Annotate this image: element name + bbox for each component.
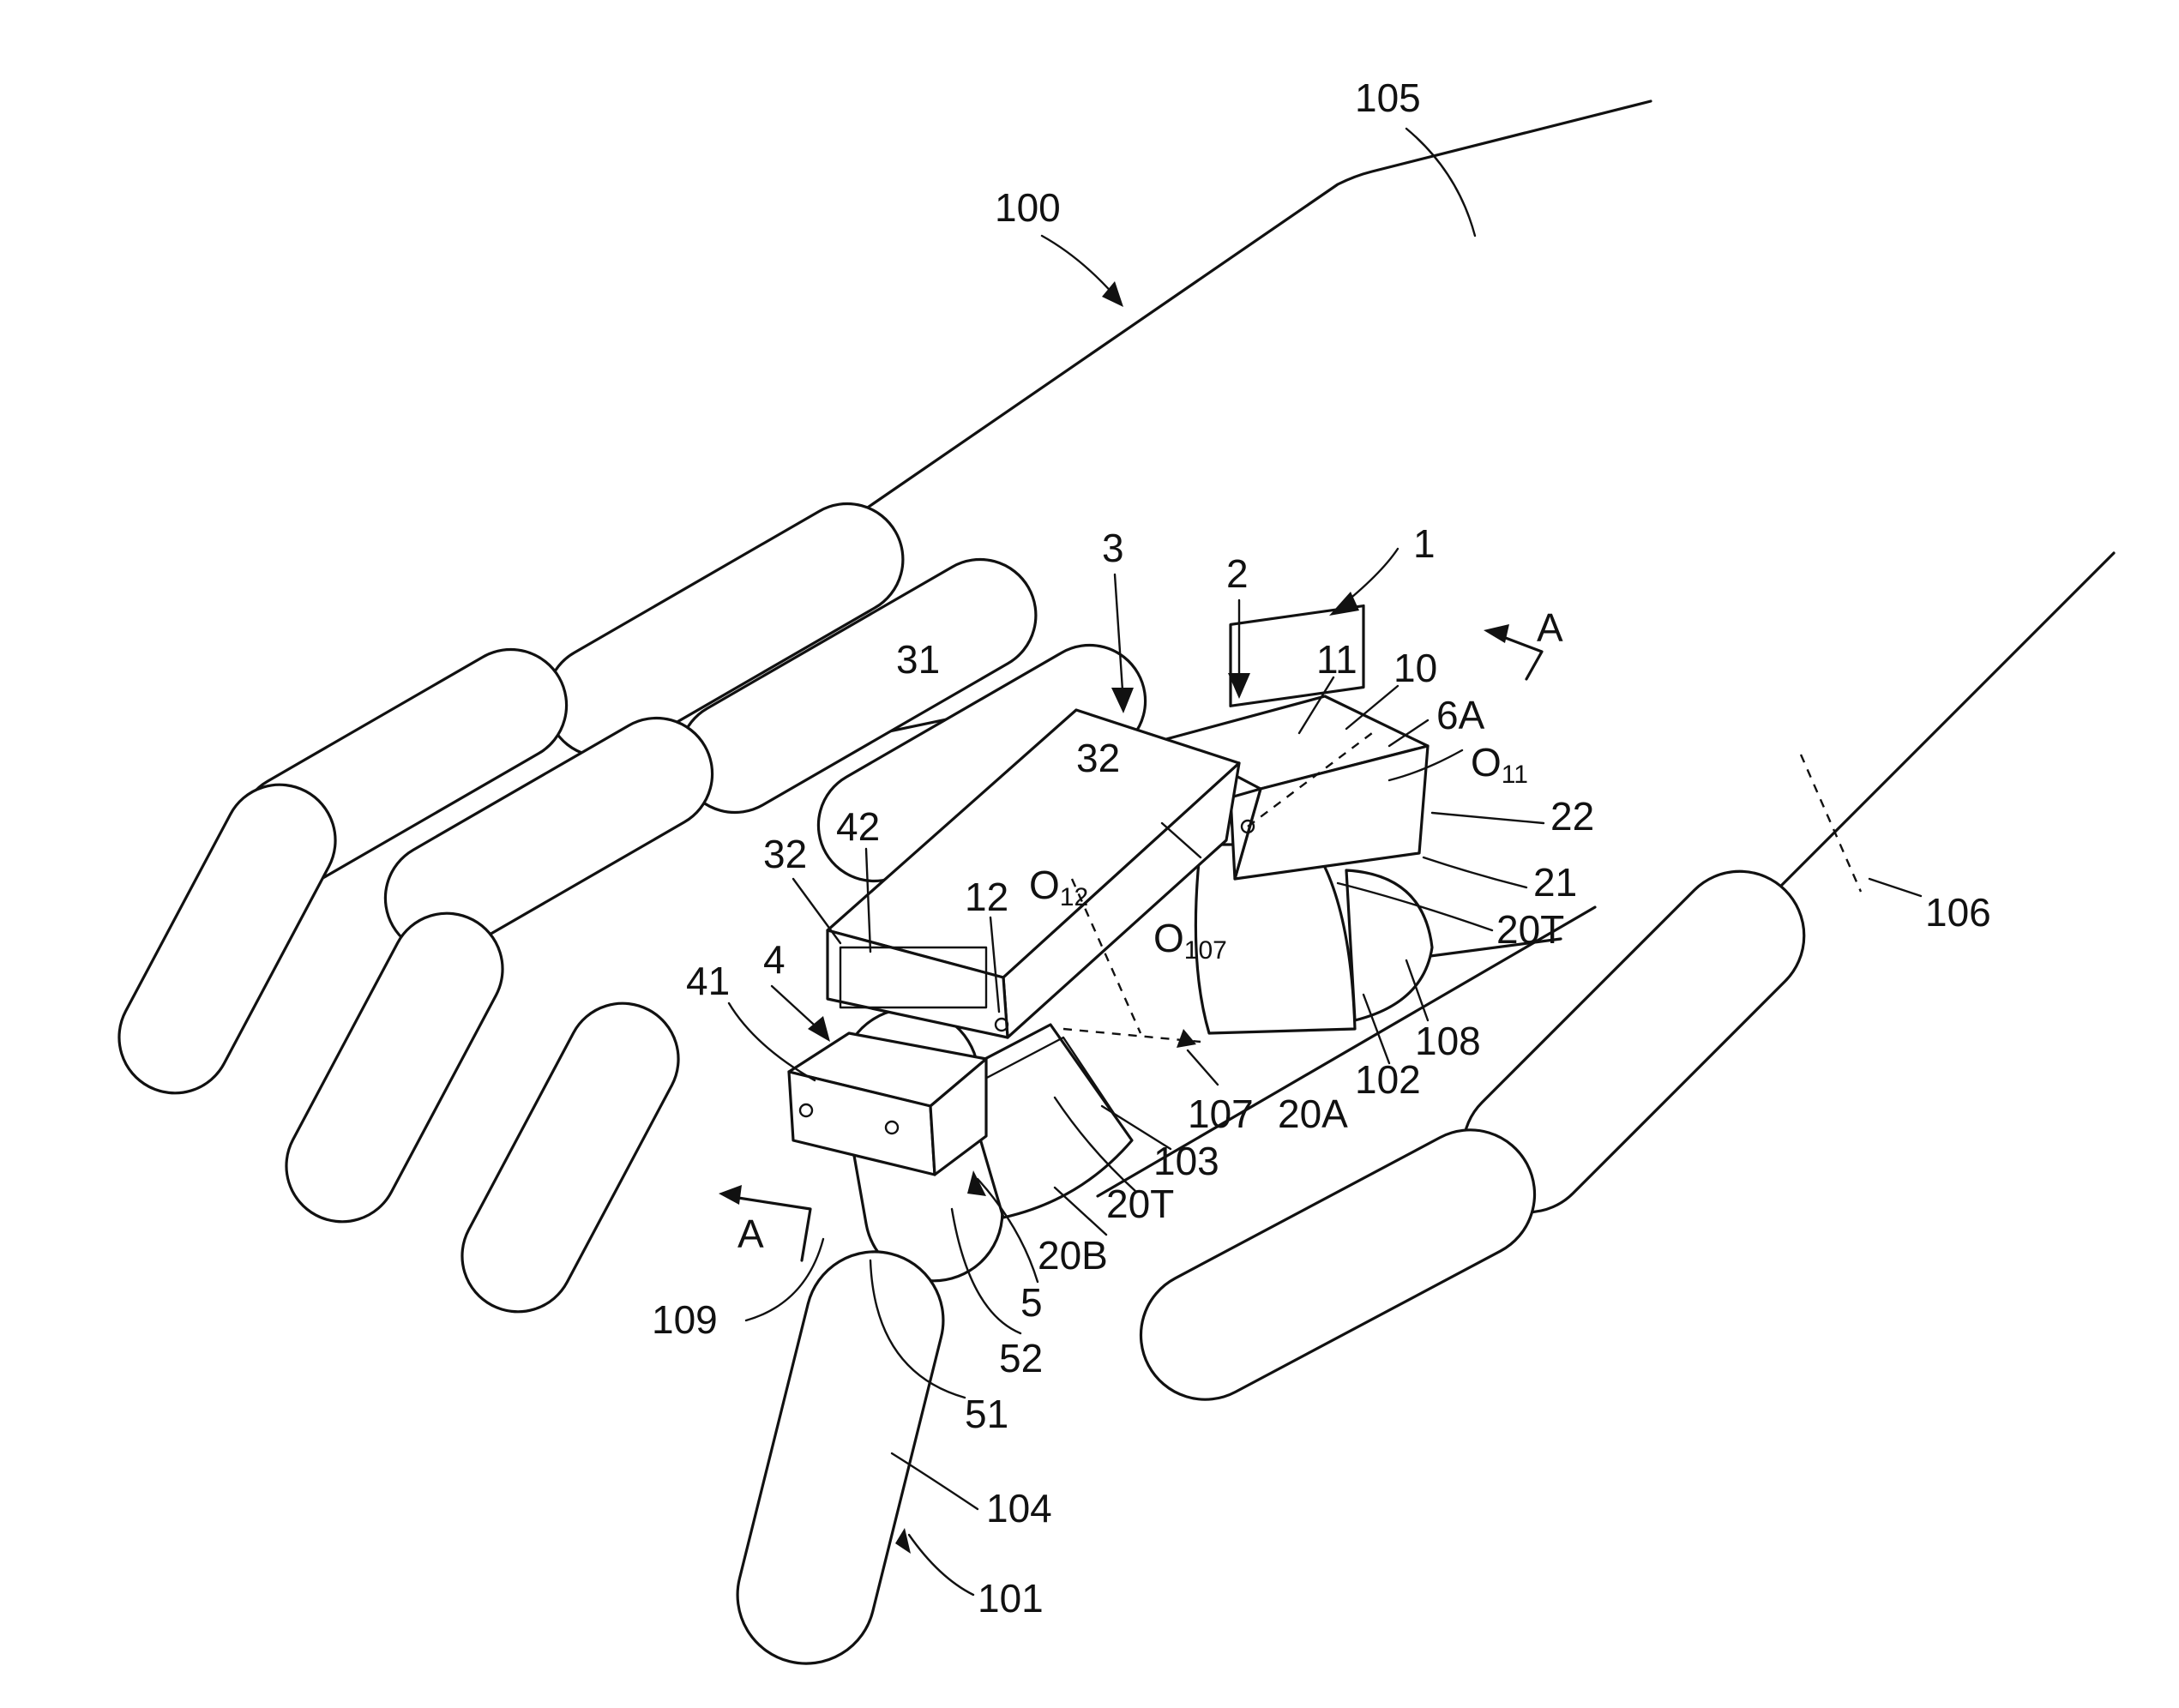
line-106 (1801, 755, 1861, 892)
leader-106 (1869, 879, 1921, 896)
label-20T-lower: 20T (1106, 1182, 1174, 1226)
label-20T-upper: 20T (1496, 907, 1564, 952)
middle-finger-tip (267, 893, 522, 1241)
leader-21 (1424, 857, 1526, 887)
label-1: 1 (1413, 521, 1436, 566)
label-32-top: 32 (1076, 736, 1120, 780)
arrowhead-107 (1177, 1029, 1196, 1048)
leader-105 (1406, 129, 1475, 236)
label-108: 108 (1415, 1019, 1481, 1063)
label-102: 102 (1355, 1057, 1421, 1102)
label-51: 51 (965, 1392, 1008, 1436)
label-106: 106 (1925, 890, 1991, 935)
arrowhead-101 (895, 1528, 911, 1554)
label-42: 42 (836, 804, 880, 849)
label-21: 21 (1533, 860, 1577, 905)
little-finger-distal-phalanx (723, 1237, 958, 1678)
label-4: 4 (763, 937, 786, 982)
forearm-lower-edge (1741, 553, 2114, 926)
leader-32-left (793, 879, 840, 943)
label-6A: 6A (1436, 693, 1485, 737)
leader-22 (1432, 813, 1544, 823)
label-107: 107 (1188, 1092, 1254, 1136)
label-10: 10 (1393, 646, 1437, 690)
label-2: 2 (1226, 551, 1249, 596)
leader-101 (909, 1535, 973, 1595)
label-52: 52 (999, 1336, 1043, 1380)
label-section-A-bottom: A (737, 1212, 764, 1256)
leader-100 (1042, 236, 1115, 296)
label-11: 11 (1316, 637, 1357, 682)
label-100: 100 (995, 185, 1061, 230)
label-5: 5 (1020, 1280, 1043, 1325)
label-109: 109 (652, 1297, 718, 1342)
label-12: 12 (965, 875, 1008, 919)
label-20B: 20B (1038, 1233, 1108, 1278)
arrowhead-section-A-top (1484, 624, 1509, 643)
label-103: 103 (1153, 1139, 1219, 1183)
leader-107 (1188, 1050, 1218, 1085)
label-32-left: 32 (763, 832, 807, 876)
label-section-A-top: A (1537, 605, 1563, 650)
label-20A: 20A (1278, 1092, 1348, 1136)
arrowhead-4 (808, 1016, 830, 1042)
label-104: 104 (986, 1486, 1052, 1531)
index-finger-tip (99, 765, 355, 1112)
label-101: 101 (978, 1576, 1044, 1621)
ring-finger-tip (442, 983, 698, 1331)
label-22: 22 (1550, 794, 1594, 839)
label-41: 41 (686, 959, 730, 1003)
label-3: 3 (1102, 526, 1124, 570)
arrowhead-section-A-bottom (719, 1185, 742, 1205)
label-O11: O11 (1471, 740, 1528, 789)
forearm-upper-edge (858, 101, 1651, 514)
label-31: 31 (896, 637, 940, 682)
label-105: 105 (1355, 75, 1421, 120)
